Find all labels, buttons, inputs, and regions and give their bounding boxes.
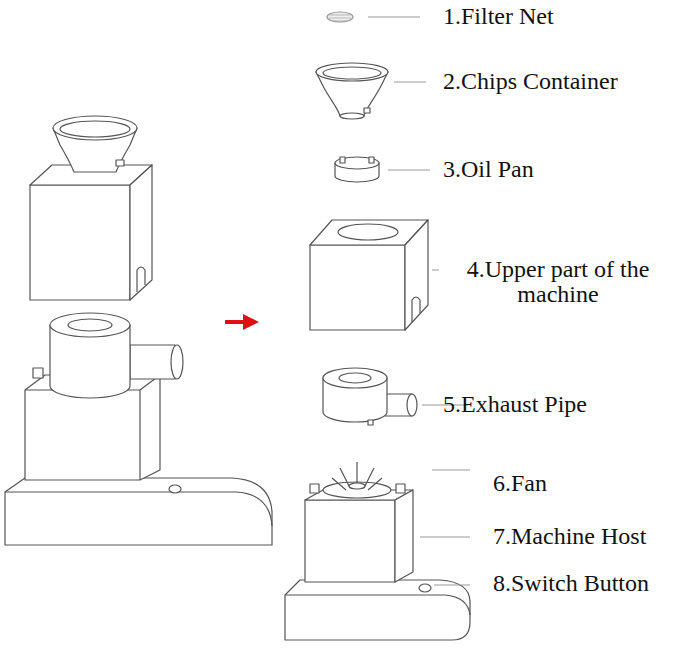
host-base (285, 580, 470, 640)
filter-net (327, 12, 353, 22)
container-rim (316, 63, 388, 81)
callout-label: 5.Exhaust Pipe (443, 392, 587, 417)
upper-side (405, 220, 428, 330)
exhaust-hole (68, 319, 112, 331)
oil-pan-rim (335, 157, 379, 169)
upper-hole (338, 224, 398, 240)
bowl-inner (60, 121, 130, 137)
callout-label: 4.Upper part of the machine (443, 257, 673, 307)
container-tab (364, 108, 370, 113)
exhaust-outlet-end (171, 345, 183, 379)
cube-side (130, 165, 152, 300)
upper-front (310, 245, 405, 330)
pipe-hole (339, 373, 371, 383)
pan-tab (340, 157, 345, 163)
bowl-rim (53, 116, 137, 140)
fan-blades (332, 462, 382, 490)
base (5, 478, 272, 545)
callout-label: 8.Switch Button (493, 571, 649, 596)
bowl-tab (116, 160, 124, 166)
pipe-tab (368, 420, 373, 425)
callout-label: 3.Oil Pan (443, 157, 534, 182)
upper-notch (412, 297, 420, 322)
tab (310, 484, 319, 493)
exhaust-top (50, 313, 130, 337)
host-base-edge (285, 595, 470, 615)
container-inner (323, 67, 381, 79)
host-front (305, 500, 395, 582)
tab (33, 368, 43, 378)
fan-ring (323, 482, 391, 498)
container-bottom (340, 113, 364, 119)
pipe-outlet-end (407, 394, 417, 416)
switch-button (419, 584, 431, 592)
arrow-head (243, 314, 259, 330)
callout-label: 2.Chips Container (443, 69, 618, 94)
tab (396, 484, 405, 493)
exhaust-outlet (130, 345, 175, 379)
switch-button (169, 485, 181, 493)
direction-arrow (225, 320, 246, 324)
callout-label: 1.Filter Net (443, 4, 554, 29)
cube-front (30, 185, 130, 300)
base-edge (5, 492, 272, 526)
pipe-top (323, 368, 387, 388)
callout-label: 7.Machine Host (493, 524, 646, 549)
leader-lines (368, 17, 470, 585)
pan-tab (369, 157, 374, 163)
cube-notch (137, 267, 145, 292)
callout-label: 6.Fan (493, 471, 547, 496)
fan-hub (349, 483, 365, 489)
host-side (395, 490, 413, 582)
